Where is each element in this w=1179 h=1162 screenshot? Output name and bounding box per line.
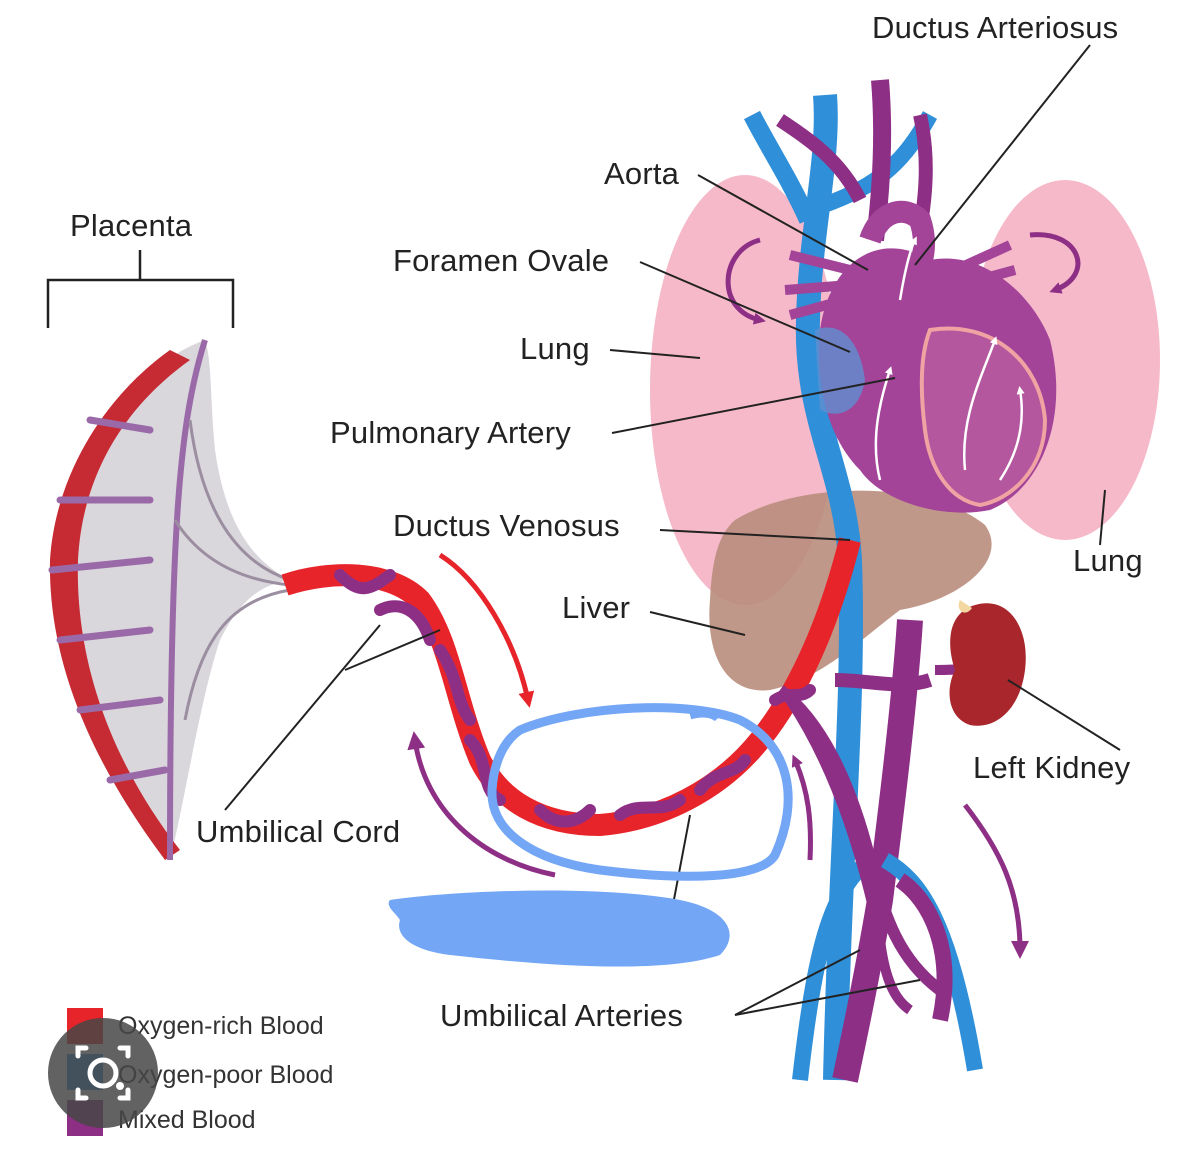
umbilical-cord [281, 537, 944, 1015]
left-kidney [949, 600, 1026, 726]
label-ductus-arteriosus: Ductus Arteriosus [872, 10, 1119, 45]
label-lung-right: Lung [520, 331, 590, 366]
label-foramen-ovale: Foramen Ovale [393, 243, 610, 278]
label-umbilical-arteries: Umbilical Arteries [440, 998, 684, 1033]
cord-flow-arrow-in [438, 552, 535, 708]
annotation-scribble [388, 890, 730, 967]
artery-flow-arrow-up [791, 754, 813, 861]
label-pulmonary-artery: Pulmonary Artery [330, 415, 571, 450]
lung-flow-arrow-right [725, 237, 766, 325]
label-lung-left: Lung [1073, 543, 1143, 578]
leader-lines [224, 44, 1121, 1016]
lung-right-shape [650, 175, 840, 605]
lung-flow-arrow-left [1029, 232, 1081, 294]
visual-search-icon[interactable] [48, 1018, 158, 1128]
legend-label-oxygen-rich: Oxygen-rich Blood [118, 1012, 324, 1040]
descending-flow-arrow [963, 803, 1029, 959]
label-left-kidney: Left Kidney [973, 750, 1131, 785]
placenta-bracket [46, 250, 235, 328]
label-umbilical-cord: Umbilical Cord [196, 814, 401, 849]
placenta [48, 339, 291, 861]
label-ductus-venosus: Ductus Venosus [393, 508, 620, 543]
annotation-circle [487, 703, 793, 881]
lens-glyph [75, 1045, 131, 1101]
cord-flow-arrow-out [407, 731, 556, 878]
label-placenta: Placenta [70, 208, 193, 243]
label-aorta: Aorta [604, 156, 680, 191]
label-liver: Liver [562, 590, 631, 625]
heart [784, 200, 1057, 513]
